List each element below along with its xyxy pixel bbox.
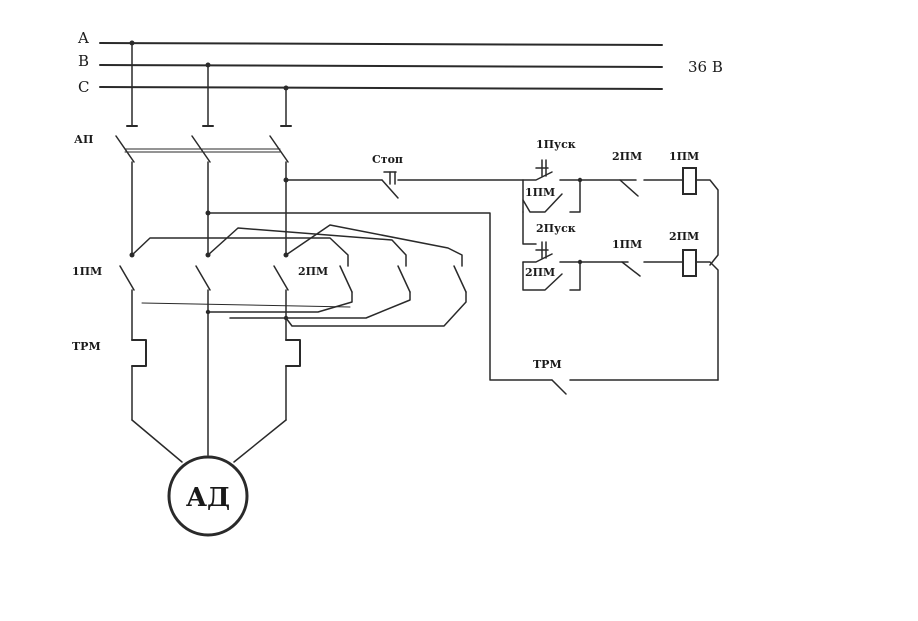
interlock-reverse-label: 1ПМ xyxy=(612,238,642,251)
start-reverse-button xyxy=(522,241,629,263)
interlock-forward-label: 2ПМ xyxy=(612,150,642,163)
supply-bus: A B C 36 В xyxy=(77,29,723,96)
start-forward-button xyxy=(522,159,637,181)
coil-reverse-label: 2ПМ xyxy=(669,230,699,243)
motor-feeders xyxy=(131,289,289,456)
coil-forward-label: 1ПМ xyxy=(669,150,699,163)
bus-label-c: C xyxy=(78,78,89,96)
thermal-relay-heaters: ТРМ xyxy=(72,339,301,421)
bus-line-b xyxy=(99,64,663,68)
hold-contact-forward-label: 1ПМ xyxy=(525,186,555,199)
forward-contactor-link xyxy=(141,302,351,308)
reverse-contactor-label: 2ПМ xyxy=(298,265,328,278)
coil-forward xyxy=(682,167,697,195)
bus-label-a: A xyxy=(77,29,89,47)
start-reverse-label: 2Пуск xyxy=(536,222,576,235)
stop-button-label: Стоп xyxy=(372,153,403,166)
start-forward-label: 1Пуск xyxy=(536,138,576,151)
forward-contactor-label: 1ПМ xyxy=(72,265,102,278)
coil-reverse xyxy=(682,249,697,277)
breaker-label: АП xyxy=(74,133,93,146)
control-circuit: Стоп 1Пуск 1ПМ 2ПМ 1ПМ 2Пуск xyxy=(205,138,719,395)
reverse-contactor-main: 2ПМ xyxy=(131,224,467,327)
thermal-relay-label: ТРМ xyxy=(72,340,101,353)
stop-button xyxy=(381,171,524,199)
motor-label: АД xyxy=(186,483,230,513)
forward-contactor-main: 1ПМ xyxy=(72,265,351,308)
power-conductors xyxy=(129,161,289,258)
induction-motor: АД xyxy=(131,419,287,537)
supply-voltage-label: 36 В xyxy=(688,58,723,76)
bus-line-c xyxy=(99,86,663,90)
hold-contact-reverse-label: 2ПМ xyxy=(525,266,555,279)
bus-label-b: B xyxy=(78,52,89,70)
circuit-breaker: АП xyxy=(74,133,289,163)
bus-line-a xyxy=(99,42,663,46)
thermal-contact-label: ТРМ xyxy=(533,358,562,371)
thermal-contact xyxy=(551,379,719,395)
phase-drops xyxy=(126,42,292,127)
motor-symbol xyxy=(167,455,249,537)
